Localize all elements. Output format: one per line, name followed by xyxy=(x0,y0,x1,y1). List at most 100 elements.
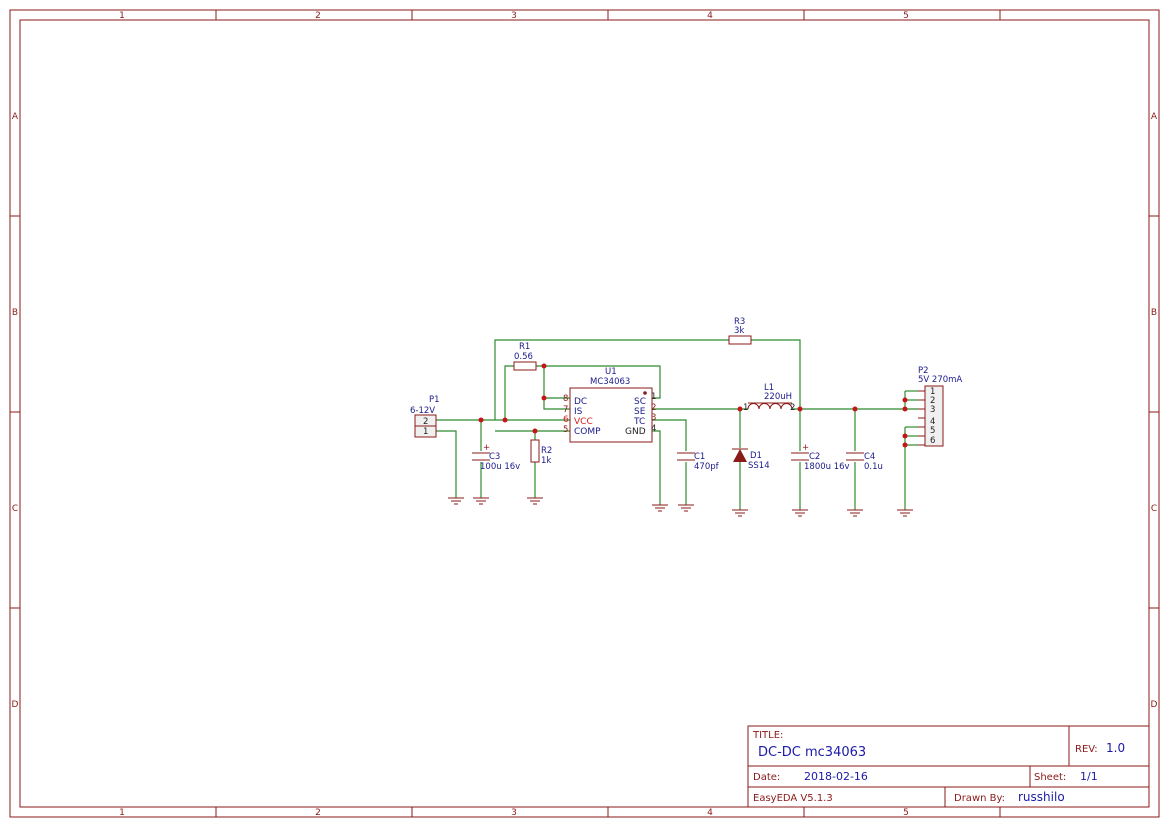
inductor-l1[interactable]: L1 220uH 1 2 xyxy=(743,383,795,413)
schematic-title: DC-DC mc34063 xyxy=(758,745,866,760)
p1-value: 6-12V xyxy=(410,406,435,416)
u1-pin-3-num: 3 xyxy=(651,413,656,423)
col-label-1: 1 xyxy=(119,11,125,21)
title-block: TITLE: DC-DC mc34063 REV: 1.0 Date: 2018… xyxy=(747,725,1150,808)
u1-pin-gnd: GND xyxy=(625,427,646,437)
row-label-a: A xyxy=(12,112,19,122)
p2-value: 5V 270mA xyxy=(918,375,962,385)
r3-value: 3k xyxy=(734,326,744,336)
date-value: 2018-02-16 xyxy=(804,770,868,783)
col-label-4: 4 xyxy=(707,11,713,21)
tool-version: EasyEDA V5.1.3 xyxy=(753,793,833,804)
drawn-by-value: russhilo xyxy=(1018,790,1065,804)
drawn-by-key: Drawn By: xyxy=(954,793,1005,804)
r1-ref: R1 xyxy=(519,342,530,352)
c2-ref: C2 xyxy=(809,452,820,462)
sheet-value: 1/1 xyxy=(1080,770,1098,783)
p2-pin-6: 6 xyxy=(930,436,935,446)
row-label-b-right: B xyxy=(1151,308,1157,318)
u1-ref: U1 xyxy=(605,367,617,377)
c2-polarity: + xyxy=(802,443,809,453)
rev-key: REV: xyxy=(1075,744,1098,755)
capacitor-c3[interactable]: + C3 100u 16v xyxy=(472,443,520,472)
u1-pin-4-num: 4 xyxy=(651,424,656,434)
c3-ref: C3 xyxy=(489,452,500,462)
u1-value: MC34063 xyxy=(590,377,630,387)
ground-icon xyxy=(678,504,694,512)
u1-pin-6-num: 6 xyxy=(563,415,569,425)
connector-p2[interactable]: P2 5V 270mA 1 2 3 4 5 6 xyxy=(918,366,962,447)
ground-icon xyxy=(792,509,808,517)
r1-value: 0.56 xyxy=(514,352,533,362)
d1-ref: D1 xyxy=(750,451,762,461)
sheet-frame: 1 2 3 4 5 1 2 3 4 5 A B C D A B C D xyxy=(9,9,1160,818)
ground-icon xyxy=(847,509,863,517)
col-label-5: 5 xyxy=(903,11,909,21)
c3-polarity: + xyxy=(483,443,490,453)
row-label-d: D xyxy=(12,700,19,710)
wires xyxy=(436,339,918,510)
u1-pin-tc: TC xyxy=(633,417,645,427)
p2-ref: P2 xyxy=(918,366,929,376)
p2-pin-3: 3 xyxy=(930,405,935,415)
col-label-3: 3 xyxy=(511,11,517,21)
c4-value: 0.1u xyxy=(864,462,883,472)
u1-pin-7-num: 7 xyxy=(563,405,568,415)
u1-pin-vcc: VCC xyxy=(574,417,593,427)
row-label-c-right: C xyxy=(1151,504,1157,514)
p1-ref: P1 xyxy=(429,395,440,405)
ground-icon xyxy=(527,497,543,505)
u1-pin-1-num: 1 xyxy=(651,392,656,402)
u1-pin-8-num: 8 xyxy=(563,394,568,404)
ground-symbols xyxy=(448,497,913,517)
u1-pin-dc: DC xyxy=(574,397,587,407)
pin1-indicator xyxy=(643,391,647,395)
r2-value: 1k xyxy=(541,456,551,466)
u1-pin-comp: COMP xyxy=(574,427,601,437)
p2-pin-1: 1 xyxy=(930,387,935,397)
c1-ref: C1 xyxy=(694,452,705,462)
capacitor-c2[interactable]: + C2 1800u 16v xyxy=(791,443,850,472)
p1-pin-1: 1 xyxy=(423,427,428,437)
p2-pin-2: 2 xyxy=(930,396,935,406)
u1-pin-2-num: 2 xyxy=(651,403,656,413)
col-label-5-bottom: 5 xyxy=(903,808,909,818)
ground-icon xyxy=(448,497,464,505)
capacitor-c4[interactable]: C4 0.1u xyxy=(846,452,883,472)
col-label-4-bottom: 4 xyxy=(707,808,713,818)
ic-u1[interactable]: U1 MC34063 8 DC 7 IS 6 VCC 5 COMP 1 SC 2… xyxy=(563,367,656,443)
u1-pin-sc: SC xyxy=(634,397,646,407)
row-label-d-right: D xyxy=(1151,700,1158,710)
diode-d1[interactable]: D1 SS14 xyxy=(732,448,770,471)
col-label-3-bottom: 3 xyxy=(511,808,517,818)
p2-pin-4: 4 xyxy=(930,417,935,427)
p2-pin-5: 5 xyxy=(930,426,935,436)
resistor-r2[interactable]: R2 1k xyxy=(530,439,552,466)
ground-icon xyxy=(732,509,748,517)
c4-ref: C4 xyxy=(864,452,875,462)
c3-value: 100u 16v xyxy=(480,462,520,472)
l1-pin-2: 2 xyxy=(790,403,795,413)
resistor-r3[interactable]: R3 3k xyxy=(728,317,752,345)
junctions xyxy=(478,363,908,448)
ground-icon xyxy=(897,509,913,517)
title-key: TITLE: xyxy=(752,730,783,741)
l1-pin-1: 1 xyxy=(743,403,748,413)
resistor-r1[interactable]: R1 0.56 xyxy=(513,342,537,371)
col-label-2: 2 xyxy=(315,11,321,21)
rev-value: 1.0 xyxy=(1106,741,1125,755)
u1-pin-5-num: 5 xyxy=(563,425,568,435)
d1-value: SS14 xyxy=(748,461,770,471)
r3-ref: R3 xyxy=(734,317,745,327)
c1-value: 470pf xyxy=(694,462,720,472)
r2-ref: R2 xyxy=(541,446,552,456)
col-label-2-bottom: 2 xyxy=(315,808,321,818)
capacitor-c1[interactable]: C1 470pf xyxy=(677,452,720,472)
p1-pin-2: 2 xyxy=(423,417,428,427)
connector-p1[interactable]: P1 6-12V 2 1 xyxy=(410,395,440,438)
row-label-b: B xyxy=(12,308,18,318)
c2-value: 1800u 16v xyxy=(804,462,850,472)
row-label-c: C xyxy=(12,504,18,514)
date-key: Date: xyxy=(753,772,780,783)
